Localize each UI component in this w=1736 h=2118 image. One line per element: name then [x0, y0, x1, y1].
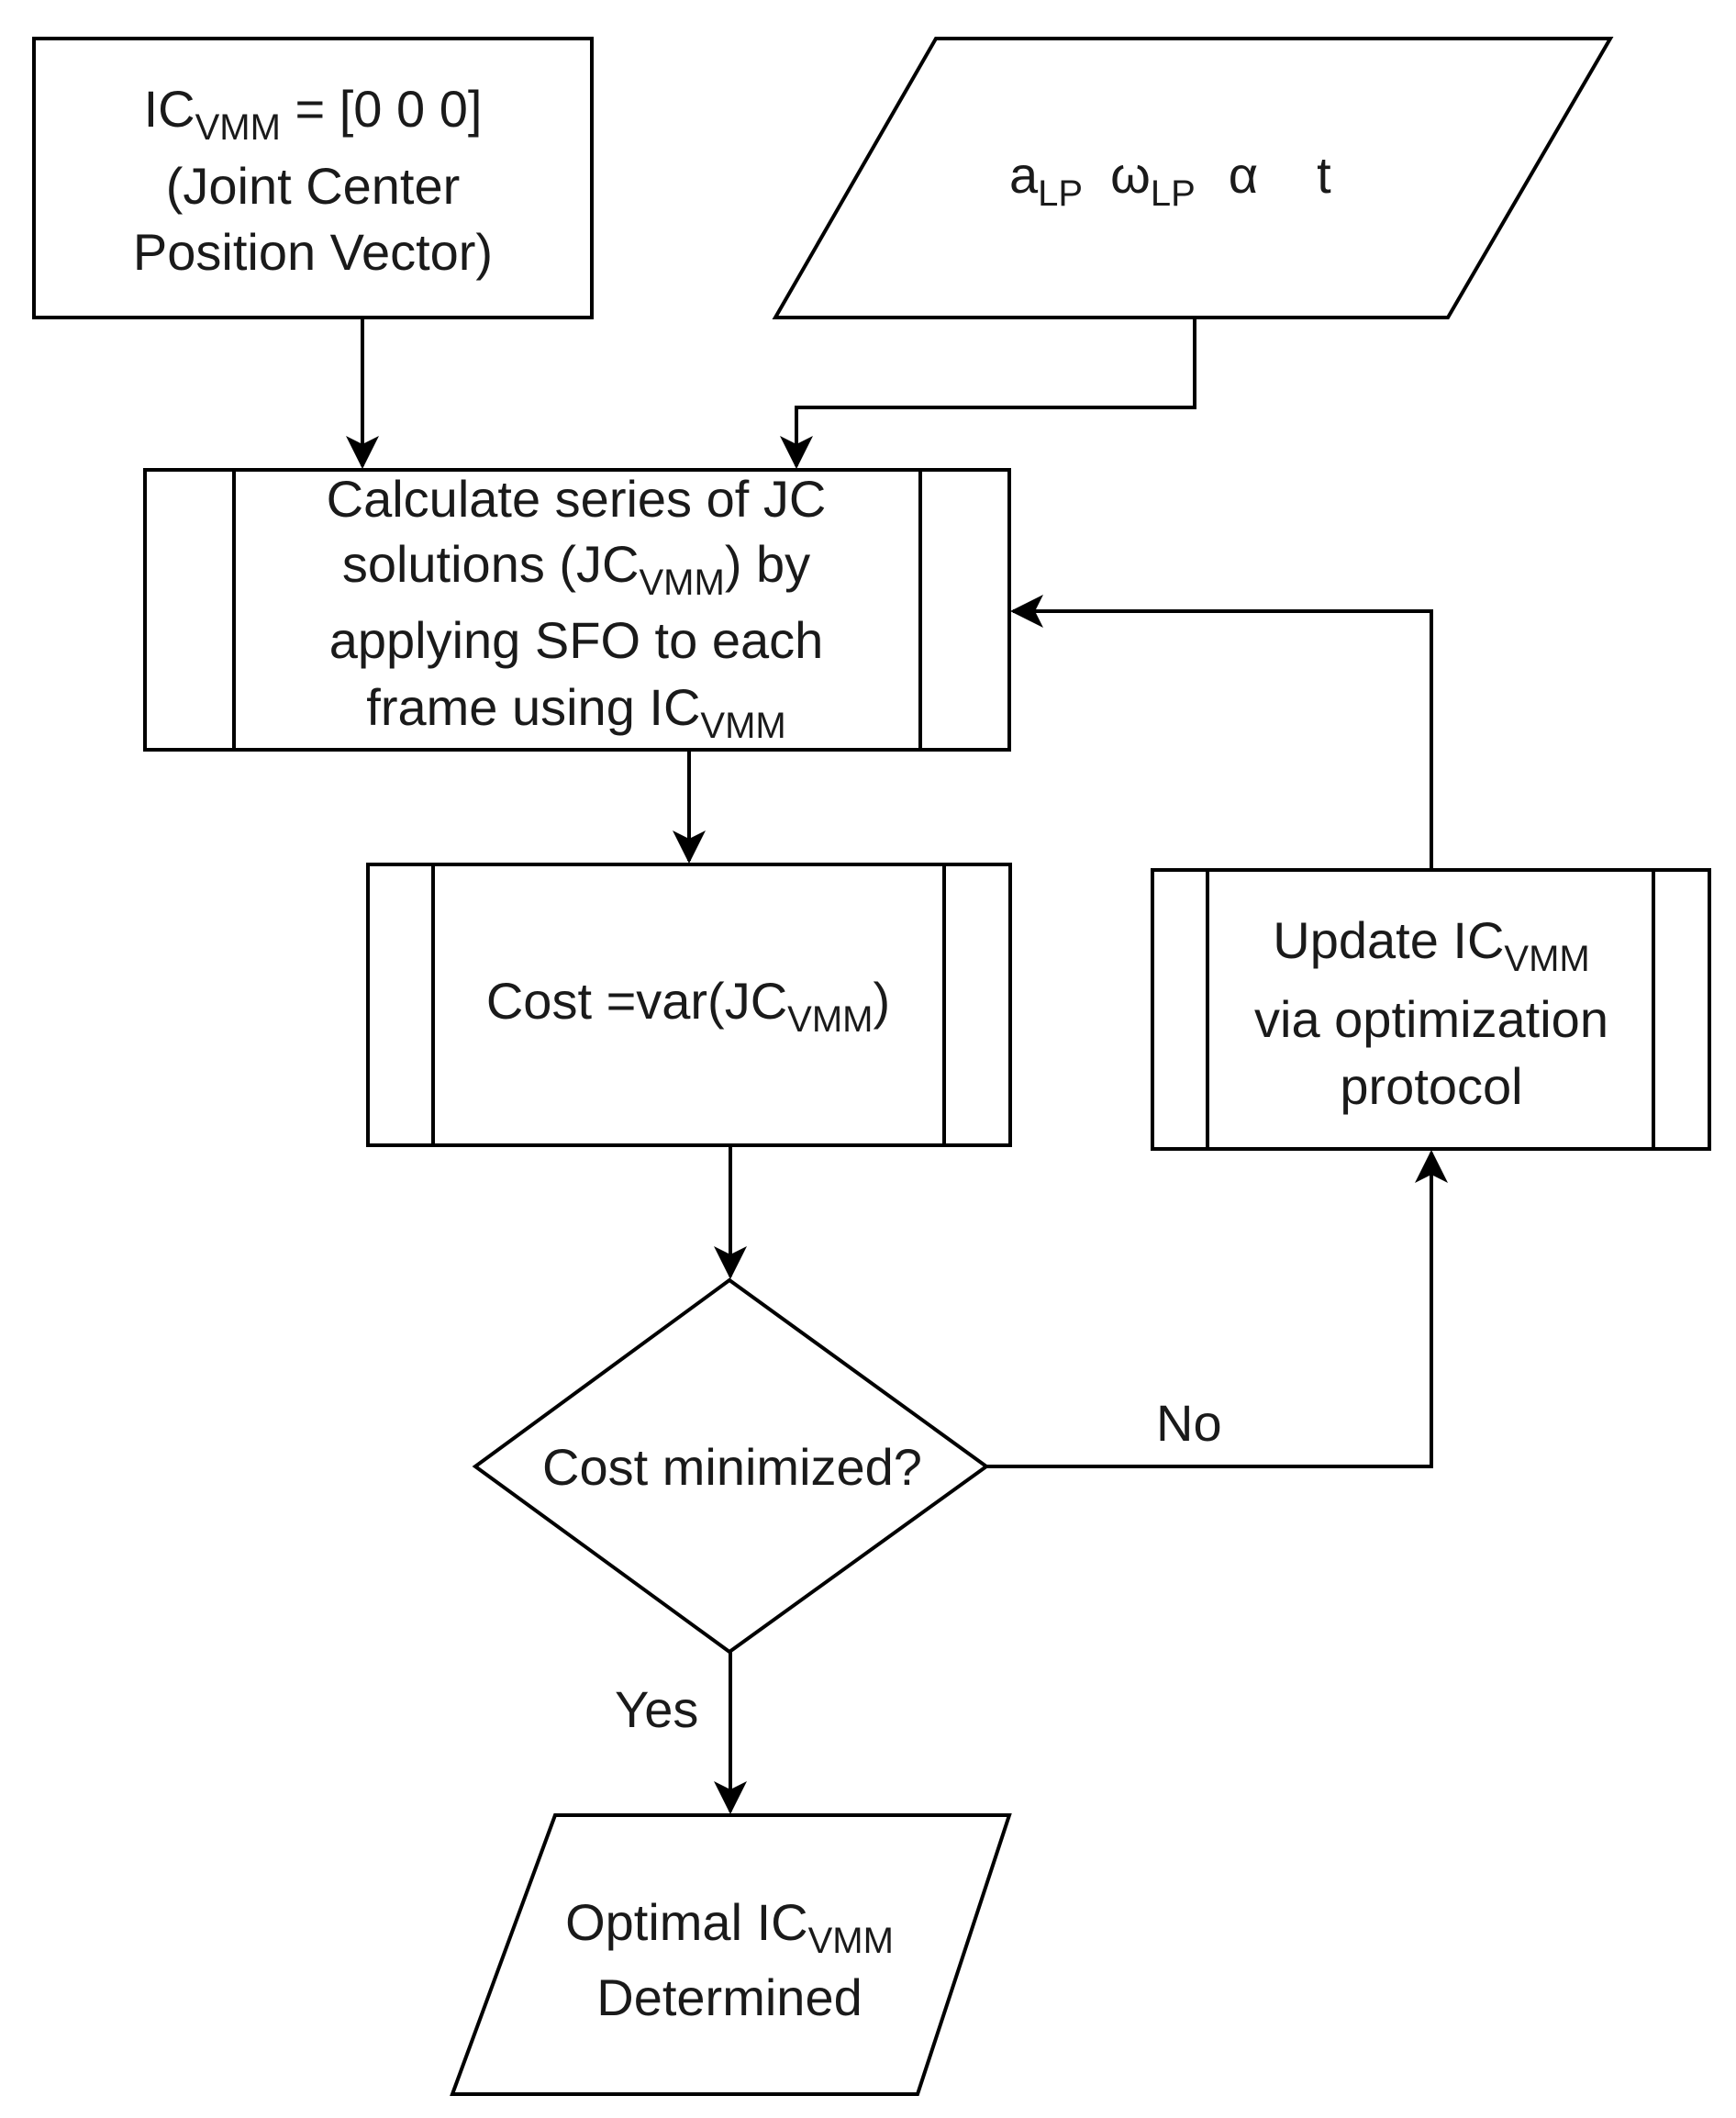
calc-line2-pre: solutions (JC [342, 535, 640, 593]
result-line1-sub: VMM [808, 1921, 894, 1961]
init-line3: Position Vector) [133, 223, 493, 281]
input-t: t [1317, 146, 1331, 204]
svg-text:Cost =var(JCVMM): Cost =var(JCVMM) [486, 972, 890, 1040]
input-omega-sub: LP [1151, 173, 1196, 214]
update-line1-sub: VMM [1504, 939, 1589, 979]
input-alpha: α [1229, 146, 1258, 204]
input-a: a [1009, 146, 1039, 204]
edge-decision-to-update [986, 1150, 1448, 1468]
edge-label-yes: Yes [615, 1680, 698, 1738]
decision-node: Cost minimized? [472, 1277, 990, 1655]
input-a-sub: LP [1038, 173, 1083, 214]
update-line2: via optimization [1254, 990, 1608, 1048]
init-line2: (Joint Center [166, 157, 461, 215]
svg-text:Update ICVMM: Update ICVMM [1273, 911, 1589, 979]
input-omega: ω [1110, 146, 1151, 204]
result-line2: Determined [596, 1968, 862, 2026]
calc-line4-pre: frame using IC [366, 678, 700, 736]
init-sub: VMM [195, 107, 281, 148]
cost-sub: VMM [787, 999, 873, 1040]
calc-line1: Calculate series of JC [327, 470, 827, 528]
init-node: ICVMM = [0 0 0] (Joint Center Position V… [32, 37, 594, 319]
calc-line4-sub: VMM [700, 706, 785, 746]
svg-text:solutions (JCVMM) by: solutions (JCVMM) by [342, 535, 810, 603]
update-line3: protocol [1340, 1057, 1522, 1115]
init-main: IC [144, 80, 195, 138]
cost-node: Cost =var(JCVMM) [366, 863, 1012, 1147]
result-line1-pre: Optimal IC [565, 1893, 808, 1951]
calc-line3: applying SFO to each [329, 611, 824, 669]
decision-text: Cost minimized? [542, 1438, 922, 1496]
edge-update-to-calc [1010, 595, 1433, 870]
edge-label-no: No [1156, 1394, 1222, 1452]
update-line1-pre: Update IC [1273, 911, 1504, 969]
calc-line2-sub: VMM [639, 563, 724, 603]
calc-line2-post: ) by [725, 535, 810, 593]
cost-post: ) [873, 972, 890, 1030]
calc-node: Calculate series of JC solutions (JCVMM)… [143, 468, 1011, 752]
svg-text:Optimal ICVMM: Optimal ICVMM [565, 1893, 894, 1961]
init-rest: = [0 0 0] [281, 80, 483, 138]
result-node: Optimal ICVMM Determined [450, 1813, 1012, 2096]
cost-pre: Cost =var(JC [486, 972, 787, 1030]
svg-text:ICVMM = [0 0 0]: ICVMM = [0 0 0] [144, 80, 483, 148]
svg-text:frame using ICVMM: frame using ICVMM [366, 678, 785, 746]
update-node: Update ICVMM via optimization protocol [1151, 868, 1711, 1151]
edge-inputs-to-calc [780, 318, 1196, 469]
